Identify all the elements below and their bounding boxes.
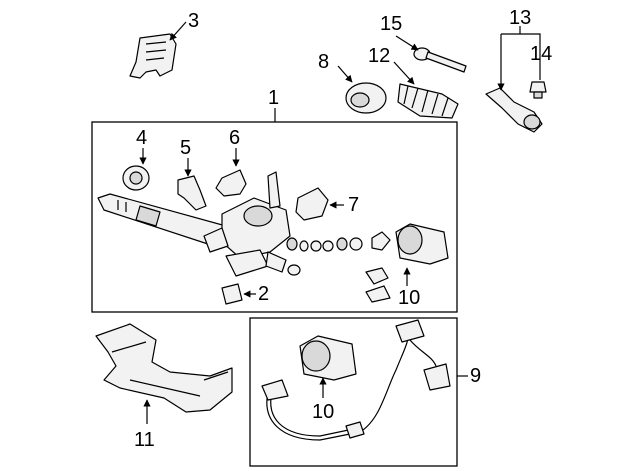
leader-15 (395, 35, 419, 51)
leader-8 (337, 65, 353, 83)
callout-10a: 10 (398, 287, 420, 309)
callout-12: 12 (368, 45, 390, 67)
callout-15: 15 (380, 13, 402, 35)
leader-12 (393, 61, 415, 85)
callout-2: 2 (258, 283, 269, 305)
part-14-nut (529, 81, 547, 99)
callout-3: 3 (188, 10, 199, 32)
callout-7: 7 (348, 194, 359, 216)
part-11-heat-shield (95, 323, 233, 413)
wiring-harness (261, 319, 451, 441)
callout-8: 8 (318, 51, 329, 73)
part-10-motor-with-harness (299, 335, 357, 381)
callout-14: 14 (530, 43, 552, 65)
part-7-bracket (295, 187, 329, 221)
callout-13: 13 (509, 7, 531, 29)
part-5-bracket (177, 175, 207, 211)
callout-5: 5 (180, 137, 191, 159)
part-4-bushing (122, 165, 150, 191)
part-6-bracket (215, 169, 247, 197)
part-12-rack-boot (397, 83, 459, 119)
part-3-bracket (129, 33, 177, 79)
part-8-dust-seal (345, 82, 387, 114)
part-10-assist-motor (365, 223, 449, 303)
bracket-13 (501, 33, 541, 80)
callout-4: 4 (136, 127, 147, 149)
callout-11: 11 (134, 429, 155, 451)
part-1-steering-rack (97, 171, 291, 277)
callout-9: 9 (470, 365, 481, 387)
part-13-tie-rod-end (485, 87, 543, 133)
leader-3 (169, 21, 187, 41)
coupling-parts (286, 231, 391, 276)
callout-1: 1 (268, 87, 279, 109)
part-15-inner-tie-rod (413, 47, 467, 73)
part-2-grommet (221, 283, 243, 305)
callout-6: 6 (229, 127, 240, 149)
motor-harness-assembly-box (249, 317, 458, 467)
callout-10b: 10 (312, 401, 334, 423)
